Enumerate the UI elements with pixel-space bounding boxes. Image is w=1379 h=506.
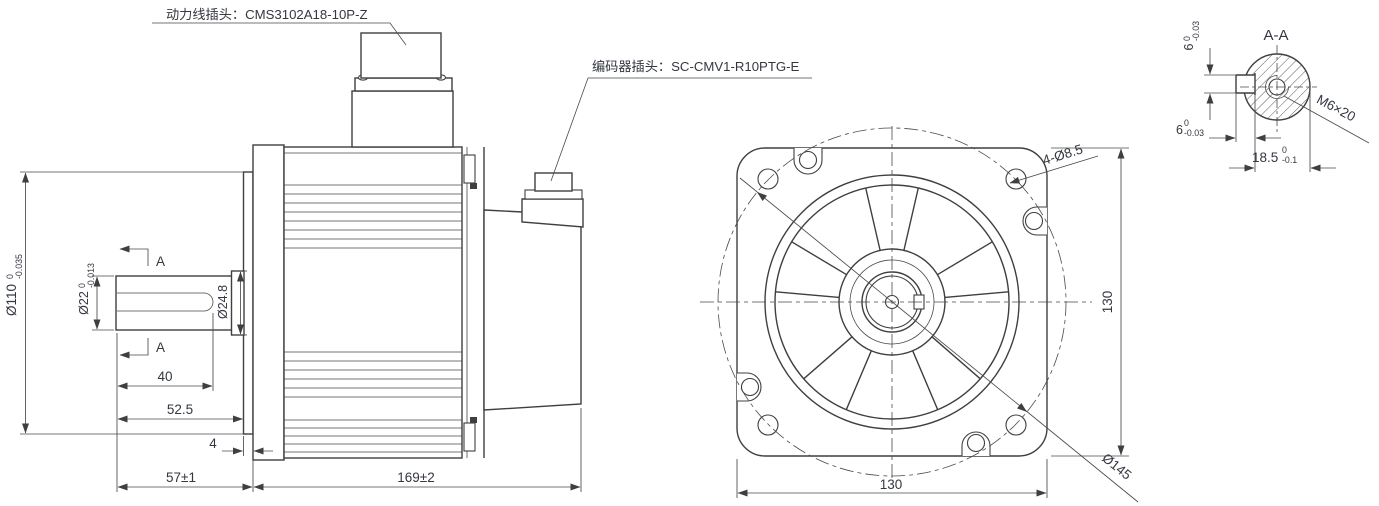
- svg-text:0: 0: [5, 274, 15, 279]
- dim-shaft-dia: Ø22 0 -0.013: [77, 263, 96, 315]
- svg-text:130: 130: [1100, 291, 1115, 314]
- svg-text:-0.03: -0.03: [1184, 128, 1204, 138]
- svg-text:0: 0: [1182, 36, 1192, 41]
- dim-pilot-depth: 4: [209, 436, 217, 451]
- mount-hole: [757, 414, 779, 436]
- dim-key-depth: 6 0 -0.03: [1176, 93, 1281, 172]
- svg-text:4-Ø8.5: 4-Ø8.5: [1041, 141, 1085, 167]
- mount-hole: [757, 168, 779, 190]
- power-connector-label: 动力线插头：CMS3102A18-10P-Z: [166, 7, 368, 22]
- mount-hole: [1005, 414, 1027, 436]
- dim-shaft-length: 52.5: [167, 402, 193, 417]
- motor-body: [283, 146, 463, 459]
- dim-shaft-extension: 57±1: [166, 470, 196, 485]
- svg-text:0: 0: [1282, 145, 1287, 155]
- dim-pilot-dia: Ø110 0 -0.035: [4, 254, 24, 316]
- svg-text:0: 0: [77, 283, 87, 288]
- dim-body-length: 169±2: [397, 470, 434, 485]
- dim-flat-height: 18.5 0 -0.1: [1229, 90, 1336, 172]
- encoder-connector-label: 编码器插头：SC-CMV1-R10PTG-E: [592, 59, 800, 74]
- svg-text:M6×20: M6×20: [1314, 92, 1358, 125]
- callout-labels: 动力线插头：CMS3102A18-10P-Z 编码器插头：SC-CMV1-R10…: [152, 7, 812, 182]
- svg-text:Ø110: Ø110: [4, 284, 19, 316]
- keyway-cut: [1235, 74, 1255, 94]
- svg-text:-0.013: -0.013: [86, 263, 96, 288]
- dim-flange-width: 130: [736, 459, 1048, 498]
- cooling-fins: [284, 152, 462, 453]
- svg-text:6: 6: [1176, 123, 1183, 137]
- svg-text:Ø145: Ø145: [1099, 450, 1134, 482]
- svg-text:Ø24.8: Ø24.8: [216, 285, 230, 319]
- pilot-boss: [242, 171, 254, 435]
- keyway-outline: [1235, 73, 1256, 95]
- svg-text:18.5: 18.5: [1252, 150, 1278, 165]
- rear-housing: [483, 209, 582, 411]
- shaft-boss: [230, 270, 245, 336]
- svg-text:Ø22: Ø22: [77, 291, 91, 315]
- svg-text:-0.1: -0.1: [1282, 155, 1297, 165]
- spokes: [775, 187, 1009, 410]
- thread-arc: [1265, 75, 1289, 99]
- svg-text:130: 130: [880, 477, 903, 492]
- dim-keyway-length: 40: [157, 369, 172, 384]
- dim-key-width: 6 0 -0.03: [1182, 21, 1236, 120]
- svg-text:-0.035: -0.035: [14, 254, 24, 279]
- side-view: A A Ø110 0 -0.035 Ø22 0 -0.013: [4, 32, 584, 492]
- side-view-dimensions: Ø110 0 -0.035 Ø22 0 -0.013 Ø24.8: [4, 171, 582, 492]
- section-mark-a-bottom: A: [156, 340, 165, 355]
- rear-bracket: [463, 147, 485, 458]
- section-cut-marks: A A: [119, 245, 165, 359]
- front-view: Ø145 4-Ø8.5 130 130: [700, 126, 1139, 503]
- power-connector: [351, 32, 454, 148]
- section-title: A-A: [1263, 27, 1288, 44]
- keyway-slot: [117, 292, 214, 312]
- mounting-flange: [252, 144, 285, 461]
- dim-boss-dia: Ø24.8: [216, 285, 230, 319]
- dim-flange-height: 130: [1051, 147, 1129, 457]
- shaft: [115, 275, 245, 331]
- svg-text:6: 6: [1182, 43, 1196, 50]
- encoder-connector: [521, 172, 584, 228]
- section-mark-a-top: A: [156, 254, 165, 269]
- section-view-aa: A-A 6 0 -0.03 6 0: [1176, 21, 1370, 172]
- svg-text:-0.03: -0.03: [1191, 21, 1201, 41]
- svg-text:0: 0: [1184, 118, 1189, 128]
